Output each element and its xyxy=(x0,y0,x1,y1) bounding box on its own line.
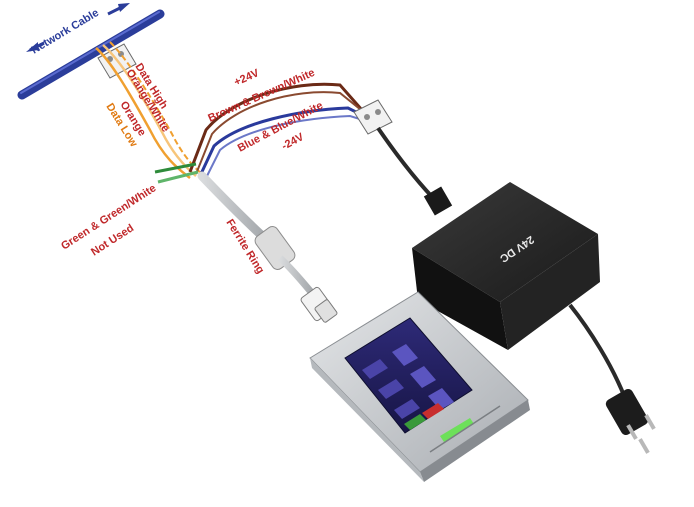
rj45-connector-icon xyxy=(300,286,338,323)
screen-tiles xyxy=(362,344,454,430)
minus-24v-label: -24V xyxy=(280,131,307,153)
data-wires xyxy=(95,41,203,179)
au-plug-icon xyxy=(605,389,656,454)
green-wires xyxy=(154,162,199,184)
touch-panel-icon xyxy=(309,291,530,482)
power-supply-icon xyxy=(412,182,600,350)
network-cable-label: Network Cable xyxy=(29,7,101,57)
plus-24v-label: +24V xyxy=(232,67,261,89)
blue-wires xyxy=(198,106,377,179)
brown-wires xyxy=(188,82,367,175)
network-cable xyxy=(17,3,165,100)
right-terminal-block xyxy=(353,99,393,135)
